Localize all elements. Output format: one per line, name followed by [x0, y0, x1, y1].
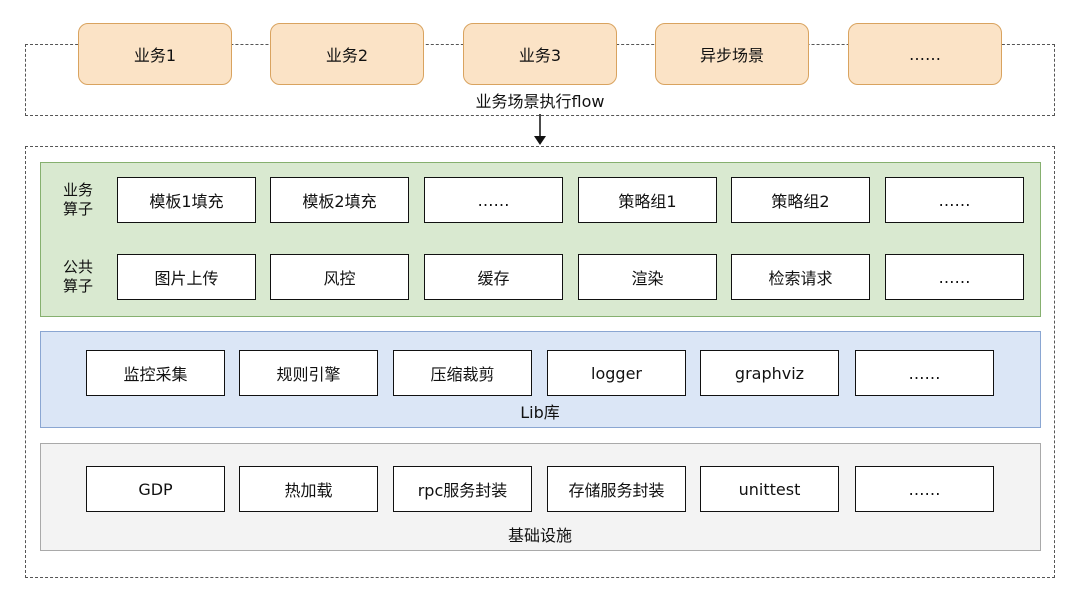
framework-region — [25, 146, 1055, 578]
infrastructure-label: 基础设施 — [507, 526, 572, 545]
common-operators-label-line2: 算子 — [62, 277, 93, 295]
flow-label: 业务场景执行flow — [400, 91, 680, 113]
common-operator-cell: 渲染 — [578, 254, 717, 300]
flow-item-business-3: 业务3 — [463, 23, 617, 85]
business-operator-cell: …… — [885, 177, 1024, 223]
business-operators-label-line1: 业务 — [62, 181, 93, 199]
common-operators-label: 公共 算子 — [48, 258, 108, 298]
business-operator-cell: 模板1填充 — [117, 177, 256, 223]
flow-item-business-1: 业务1 — [78, 23, 232, 85]
common-operator-cell: 图片上传 — [117, 254, 256, 300]
infra-cell: 存储服务封装 — [547, 466, 686, 512]
business-operator-cell: …… — [424, 177, 563, 223]
infra-cell: rpc服务封装 — [393, 466, 532, 512]
infra-cell: GDP — [86, 466, 225, 512]
common-operator-cell: 风控 — [270, 254, 409, 300]
flow-item-business-2: 业务2 — [270, 23, 424, 85]
business-operator-cell: 模板2填充 — [270, 177, 409, 223]
lib-cell: 监控采集 — [86, 350, 225, 396]
business-operator-cell: 策略组2 — [731, 177, 870, 223]
business-operators-label: 业务 算子 — [48, 181, 108, 221]
common-operator-cell: 缓存 — [424, 254, 563, 300]
infra-cell: unittest — [700, 466, 839, 512]
lib-cell: graphviz — [700, 350, 839, 396]
business-operator-cell: 策略组1 — [578, 177, 717, 223]
common-operators-label-line1: 公共 — [62, 258, 93, 276]
infra-cell: 热加载 — [239, 466, 378, 512]
common-operator-cell: 检索请求 — [731, 254, 870, 300]
common-operator-cell: …… — [885, 254, 1024, 300]
flow-item-more: …… — [848, 23, 1002, 85]
lib-cell: 规则引擎 — [239, 350, 378, 396]
infra-cell: …… — [855, 466, 994, 512]
flow-item-async-scene: 异步场景 — [655, 23, 809, 85]
lib-cell: 压缩裁剪 — [393, 350, 532, 396]
lib-cell: logger — [547, 350, 686, 396]
lib-cell: …… — [855, 350, 994, 396]
business-operators-label-line2: 算子 — [62, 200, 93, 218]
lib-label: Lib库 — [520, 403, 560, 422]
down-arrow-icon — [534, 114, 546, 145]
